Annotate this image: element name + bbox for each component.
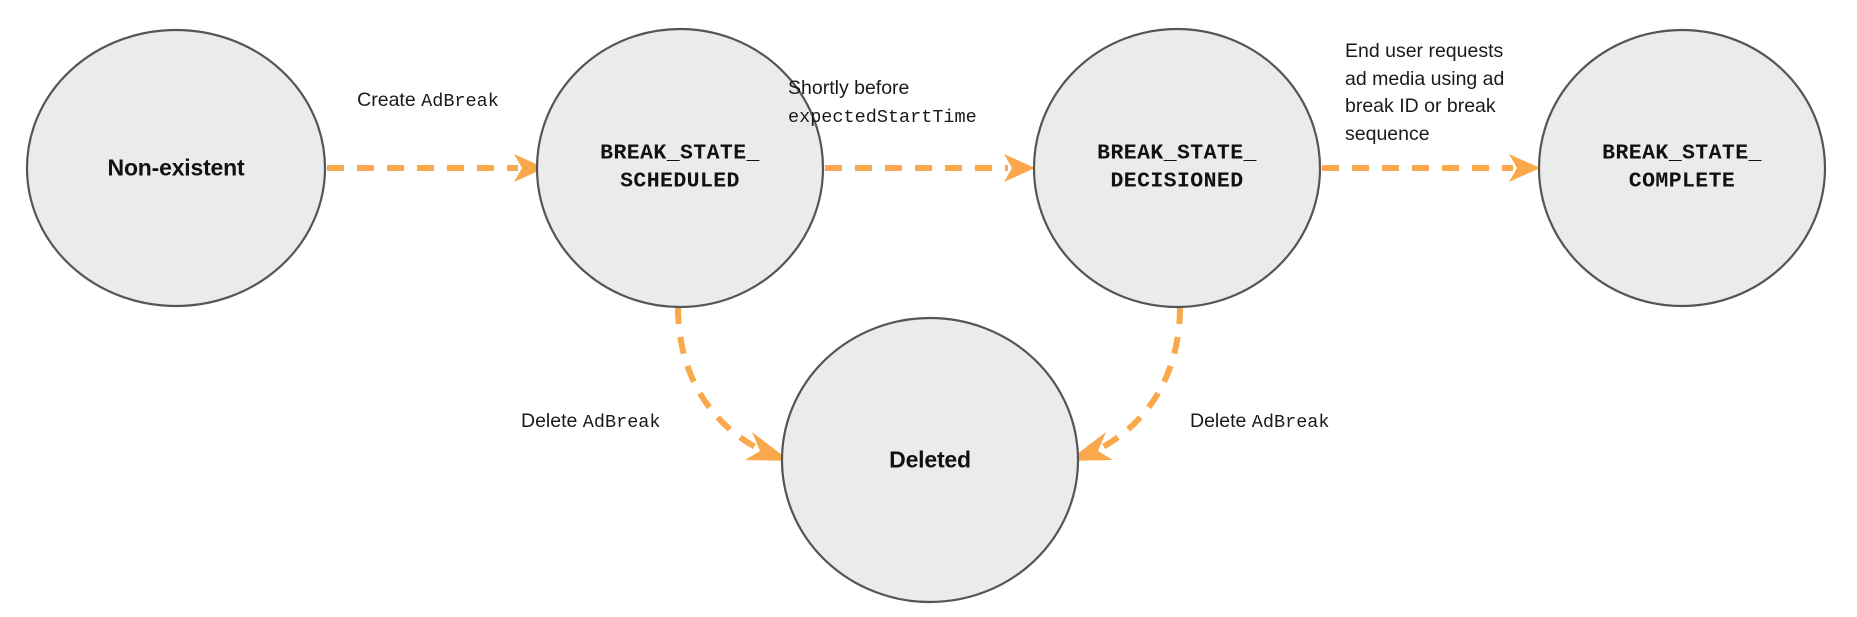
state-node-break-state-decisioned[interactable] — [1032, 27, 1322, 309]
state-node-deleted[interactable] — [780, 316, 1080, 604]
edge-delete-adbreak-from-decisioned[interactable] — [1068, 306, 1183, 461]
state-node-non-existent[interactable] — [25, 28, 327, 308]
nodes-group — [25, 27, 1827, 604]
edge-shortly-before-expected-start-time[interactable] — [825, 154, 1035, 182]
edge-delete-adbreak-from-scheduled[interactable] — [675, 306, 790, 461]
state-node-break-state-complete[interactable] — [1537, 28, 1827, 308]
state-node-break-state-scheduled[interactable] — [535, 27, 825, 309]
edge-end-user-requests-ad-media[interactable] — [1322, 154, 1540, 182]
edge-create-adbreak[interactable] — [327, 154, 545, 182]
edges-group — [327, 154, 1540, 461]
